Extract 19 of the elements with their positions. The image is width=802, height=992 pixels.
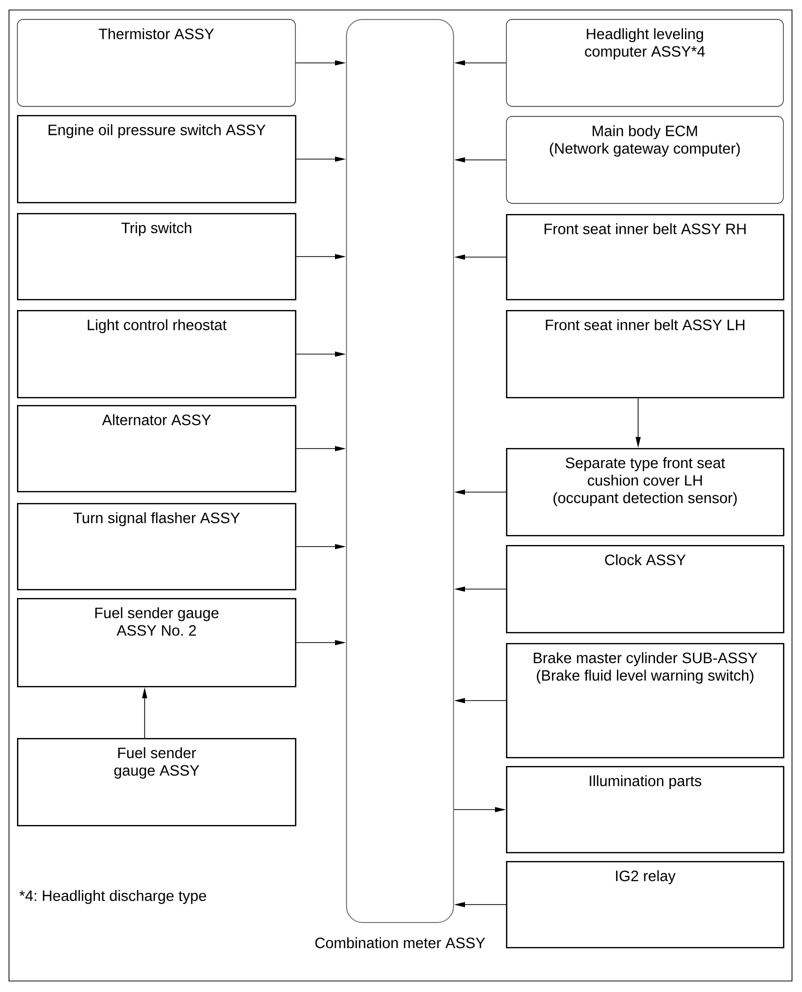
component-box: Separate type front seat cushion cover LH (occupant detection sensor) [506,448,784,536]
component-box: Clock ASSY [506,545,784,634]
component-box: Light control rheostat [17,310,296,398]
component-box: Engine oil pressure switch ASSY [17,115,296,204]
component-box: Trip switch [17,213,296,300]
footnote: *4: Headlight discharge type [19,890,206,904]
component-box: Front seat inner belt ASSY RH [506,214,784,300]
component-box: Brake master cylinder SUB-ASSY (Brake fluid level warning switch) [506,643,784,758]
component-box: Headlight leveling computer ASSY*4 [506,19,784,107]
component-box: Thermistor ASSY [17,19,296,107]
component-box: Turn signal flasher ASSY [17,503,296,590]
box-caption: Combination meter ASSY [315,937,486,948]
component-box: Fuel sender gauge ASSY [17,738,296,826]
component-box: Alternator ASSY [17,405,296,492]
component-box: Illumination parts [506,766,784,854]
component-box: Main body ECM (Network gateway computer) [506,116,784,204]
component-box: Front seat inner belt ASSY LH [506,310,784,398]
component-box: IG2 relay [506,861,784,948]
component-box: Fuel sender gauge ASSY No. 2 [17,598,296,688]
